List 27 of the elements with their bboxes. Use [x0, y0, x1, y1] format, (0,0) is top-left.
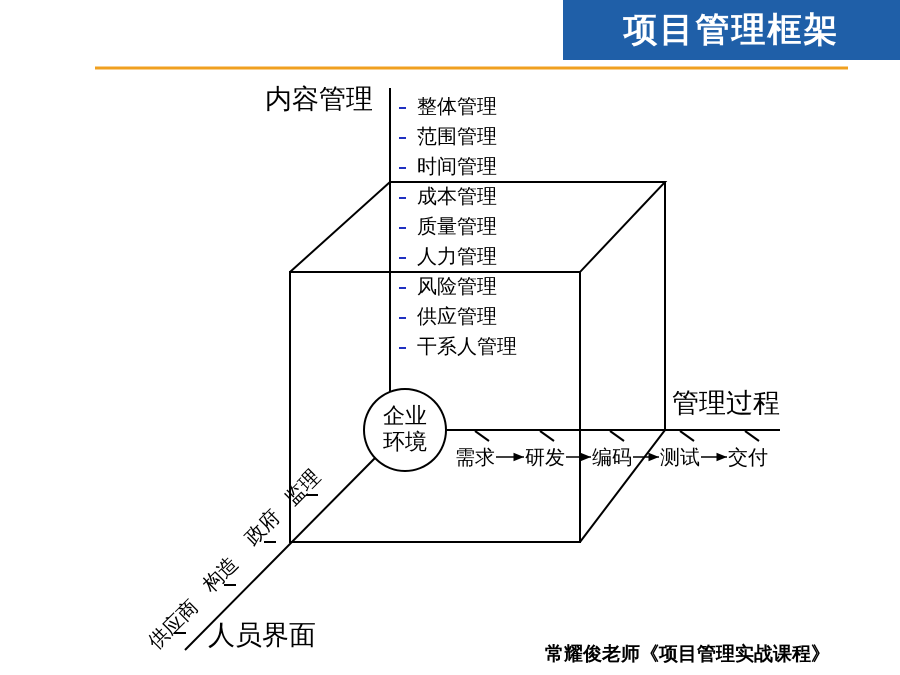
list-item: 整体管理 — [417, 94, 497, 118]
axis-label: 管理过程 — [672, 388, 780, 420]
list-item: 人力管理 — [417, 244, 497, 268]
circle-node: 企业环境 — [363, 388, 447, 472]
arrow — [566, 452, 591, 462]
process-step: 编码 — [592, 445, 632, 469]
arrow — [633, 452, 659, 462]
list-item: 质量管理 — [417, 214, 497, 238]
process-step: 交付 — [728, 445, 768, 469]
list-item: 供应管理 — [417, 304, 497, 328]
process-step: 测试 — [660, 445, 700, 469]
arrow — [701, 452, 727, 462]
footer-note: 常耀俊老师《项目管理实战课程》 — [545, 643, 830, 666]
list-item: 干系人管理 — [417, 334, 517, 358]
axis-label: 内容管理 — [265, 84, 373, 116]
process-step: 研发 — [525, 445, 565, 469]
list-item: 时间管理 — [417, 154, 497, 178]
axis-label: 人员界面 — [208, 620, 316, 652]
arrow — [496, 452, 524, 462]
list-item: 范围管理 — [417, 124, 497, 148]
axis-tick-label: 构造 — [197, 551, 243, 597]
axis-tick-label: 政府 — [239, 504, 285, 550]
axis-tick-label: 供应商 — [143, 594, 203, 654]
title-banner: 项目管理框架 — [563, 0, 900, 60]
list-item: 成本管理 — [417, 184, 497, 208]
list-item: 风险管理 — [417, 274, 497, 298]
process-step: 需求 — [455, 445, 495, 469]
